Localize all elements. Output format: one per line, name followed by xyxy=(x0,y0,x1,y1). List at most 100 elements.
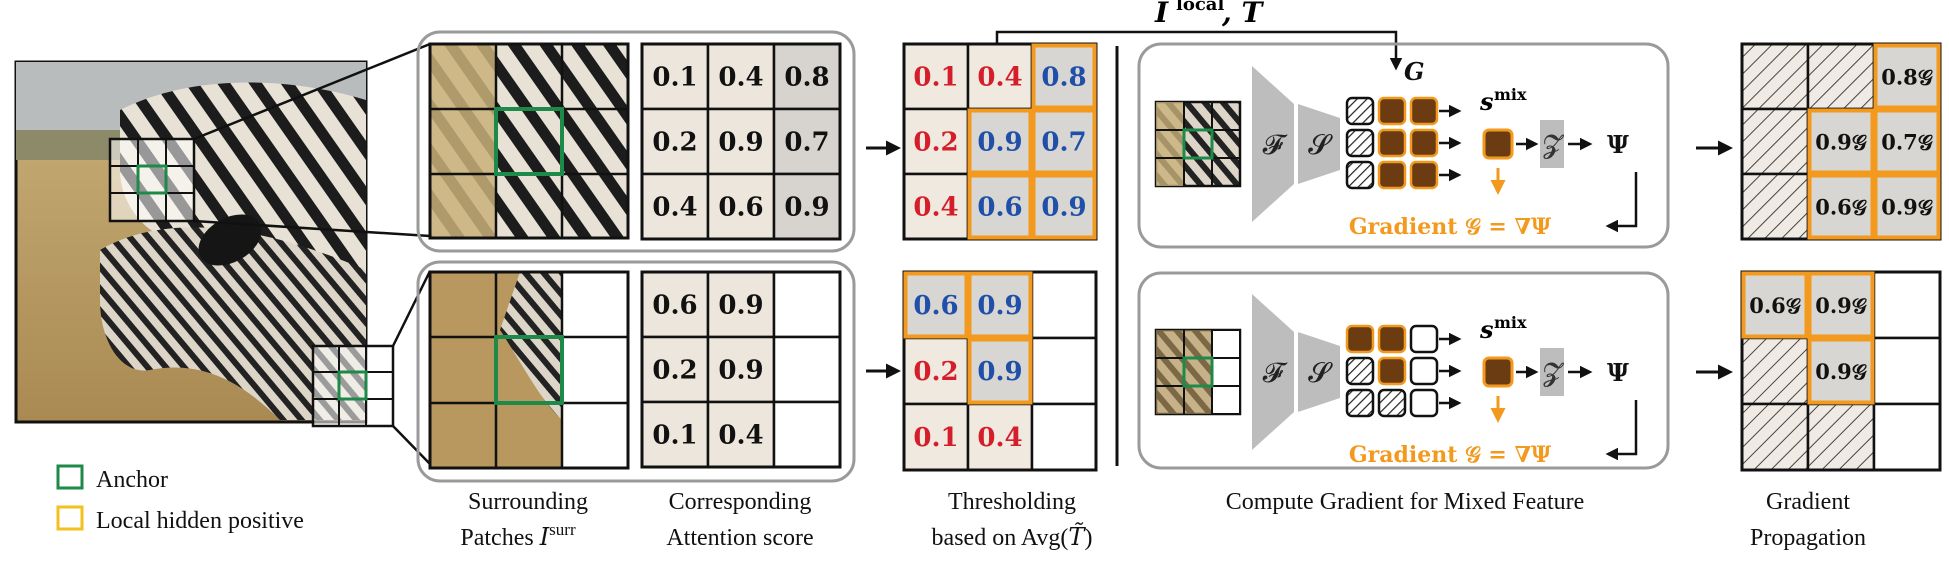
threshold-score-label: 0.2 xyxy=(913,357,958,387)
legend-positive-label: Local hidden positive xyxy=(96,508,304,534)
threshold-score-label: 0.6 xyxy=(913,291,958,321)
attention-score-label: 0.9 xyxy=(784,193,829,223)
projector-z-symbol: 𝓩 xyxy=(1543,358,1565,388)
smix-symbol: s xyxy=(1479,87,1494,116)
propagation-cell xyxy=(1806,270,1876,340)
attention-score-label: 0.1 xyxy=(652,421,697,451)
captions: Surrounding Patches Isurr Corresponding … xyxy=(460,489,1866,551)
feature-box xyxy=(1345,128,1375,158)
feature-box xyxy=(1377,128,1407,158)
zebra-photo xyxy=(14,60,368,424)
threshold-score-label: 0.9 xyxy=(1041,193,1086,223)
psi-symbol: Ψ xyxy=(1607,358,1629,387)
mixed-feature-box xyxy=(1482,356,1514,388)
smix-superscript: mix xyxy=(1494,85,1527,104)
photo-bottom-patch-grid xyxy=(311,344,395,428)
propagation-cell xyxy=(1806,42,1876,111)
legend-positive-swatch xyxy=(56,505,84,531)
legend-anchor-swatch xyxy=(56,464,84,490)
bottom-threshold-grid: 0.6 0.9 0.2 0.9 0.1 0.4 xyxy=(902,270,1098,472)
feature-box xyxy=(1345,160,1375,190)
propagation-cell xyxy=(1806,402,1876,472)
feature-box xyxy=(1345,96,1375,126)
threshold-score-label: 0.1 xyxy=(913,63,958,93)
feature-box xyxy=(1377,356,1407,386)
threshold-score-label: 0.2 xyxy=(913,128,958,158)
threshold-score-label: 0.7 xyxy=(1041,128,1086,158)
feature-box xyxy=(1377,388,1407,418)
threshold-score-label: 0.9 xyxy=(977,291,1022,321)
propagated-gradient-label: 0.9𝒢 xyxy=(1815,130,1868,155)
feature-box xyxy=(1377,160,1407,190)
g-symbol: G xyxy=(1404,57,1425,86)
feature-box xyxy=(1409,160,1439,190)
threshold-score-label: 0.9 xyxy=(977,357,1022,387)
feature-box xyxy=(1345,388,1375,418)
mixed-feature-box xyxy=(1482,128,1514,160)
return-arrow xyxy=(1605,400,1638,461)
hidden-positive-box xyxy=(1807,337,1875,405)
threshold-score-label: 0.6 xyxy=(977,193,1022,223)
legend-anchor-label: Anchor xyxy=(96,467,168,493)
hidden-positive-box xyxy=(1741,271,1809,339)
threshold-score-label: 0.8 xyxy=(1041,63,1086,93)
caption-surrounding-line1: Surrounding xyxy=(468,489,588,515)
hidden-positive-box xyxy=(967,108,1033,175)
propagation-cell xyxy=(1740,107,1810,176)
hidden-positive-box xyxy=(1873,43,1941,110)
feature-box xyxy=(1409,96,1439,126)
attention-score-label: 0.6 xyxy=(652,291,697,321)
hidden-positive-box xyxy=(1807,173,1875,240)
threshold-score-label: 0.1 xyxy=(913,423,958,453)
hidden-positive-box xyxy=(903,271,969,339)
hidden-positive-box xyxy=(1807,271,1875,339)
propagated-gradient-label: 0.6𝒢 xyxy=(1815,195,1868,220)
legend: Anchor Local hidden positive xyxy=(56,464,304,534)
input-symbol-t: , T xyxy=(1221,0,1264,29)
threshold-score-label: 0.4 xyxy=(913,193,958,223)
bottom-surrounding-patches xyxy=(428,270,630,470)
attention-cell xyxy=(706,107,776,176)
propagated-gradient-label: 0.6𝒢 xyxy=(1749,293,1802,318)
propagation-cell xyxy=(1740,42,1810,111)
hidden-positive-box xyxy=(1873,173,1941,240)
encoder-s-block xyxy=(1298,332,1340,412)
threshold-score-label: 0.4 xyxy=(977,423,1022,453)
zoom-lines xyxy=(193,42,432,465)
feature-box xyxy=(1409,388,1439,418)
projector-z-block xyxy=(1540,120,1564,168)
feature-box xyxy=(1409,356,1439,386)
hidden-positive-box xyxy=(967,173,1033,240)
bottom-patch-panel xyxy=(416,260,856,483)
projector-z-block xyxy=(1540,348,1564,396)
smix-symbol: s xyxy=(1479,315,1494,344)
attention-score-label: 0.4 xyxy=(718,63,763,93)
attention-score-label: 0.9 xyxy=(718,356,763,386)
smix-superscript: mix xyxy=(1494,313,1527,332)
feature-box xyxy=(1377,324,1407,354)
attention-cell xyxy=(772,335,842,404)
attention-cell xyxy=(772,42,842,111)
feature-box xyxy=(1377,96,1407,126)
hidden-positive-box xyxy=(1031,108,1097,175)
encoder-s-block xyxy=(1298,104,1340,184)
attention-score-label: 0.4 xyxy=(652,193,697,223)
attention-score-label: 0.2 xyxy=(652,356,697,386)
propagation-cell xyxy=(1872,402,1942,472)
encoder-f-block xyxy=(1252,66,1294,222)
attention-score-label: 0.1 xyxy=(652,63,697,93)
threshold-cell xyxy=(1030,336,1098,406)
gradient-formula-label: Gradient 𝒢 = ∇Ψ xyxy=(1349,442,1551,468)
input-connector: I local , T xyxy=(995,0,1403,71)
propagated-gradient-label: 0.9𝒢 xyxy=(1881,195,1934,220)
encoder-s-symbol: 𝓢 xyxy=(1308,356,1333,389)
encoder-f-block xyxy=(1252,294,1294,450)
propagated-gradient-label: 0.9𝒢 xyxy=(1815,359,1868,384)
